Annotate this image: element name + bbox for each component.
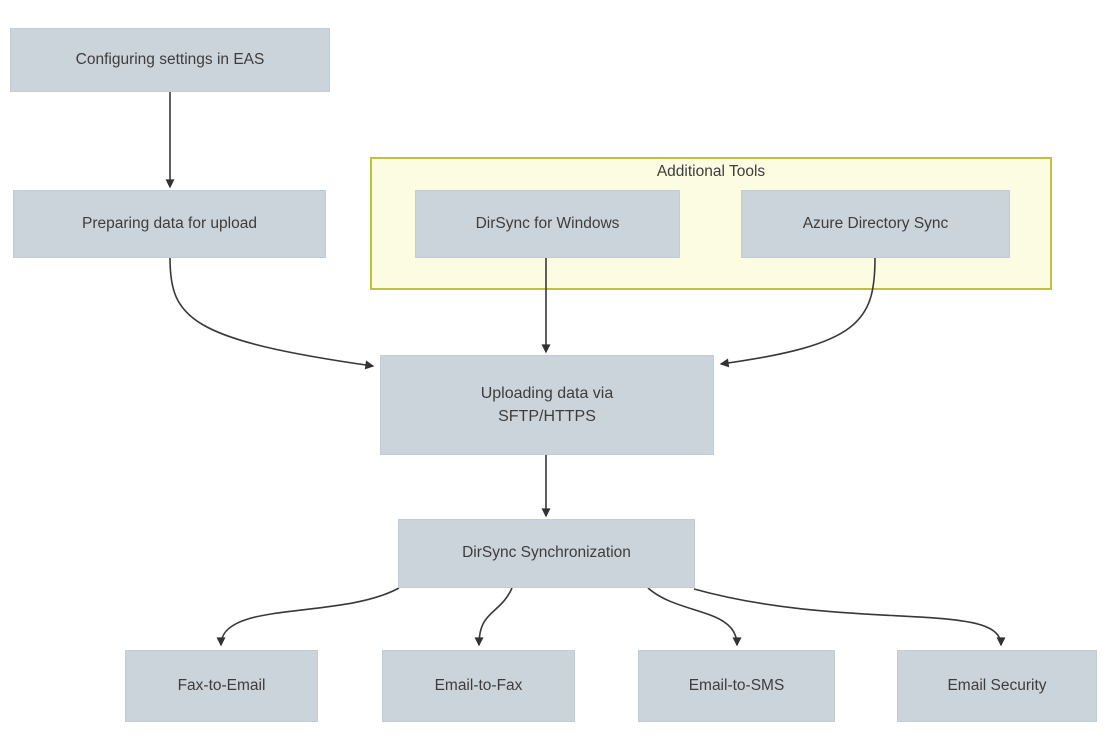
- node-dirsync-for-windows: DirSync for Windows: [415, 190, 680, 258]
- node-email-to-sms: Email-to-SMS: [638, 650, 835, 722]
- arrow-sync-to-email-to-fax: [474, 587, 513, 647]
- node-email-to-fax: Email-to-Fax: [382, 650, 575, 722]
- node-uploading-data-via-sftp-https: Uploading data via SFTP/HTTPS: [380, 355, 714, 455]
- arrow-sync-to-fax-to-email: [216, 587, 400, 647]
- node-fax-to-email: Fax-to-Email: [125, 650, 318, 722]
- uploading-label-line2: SFTP/HTTPS: [498, 408, 596, 425]
- arrow-sync-to-email-security: [693, 588, 1006, 647]
- node-configuring-settings-in-eas: Configuring settings in EAS: [10, 28, 330, 92]
- node-azure-directory-sync: Azure Directory Sync: [741, 190, 1010, 258]
- node-preparing-data-for-upload: Preparing data for upload: [13, 190, 326, 258]
- node-dirsync-synchronization: DirSync Synchronization: [398, 519, 695, 588]
- node-email-security: Email Security: [897, 650, 1097, 722]
- additional-tools-label: Additional Tools: [656, 163, 766, 180]
- arrow-sync-to-email-to-sms: [647, 587, 742, 647]
- arrow-preparing-to-uploading: [169, 257, 375, 370]
- uploading-label-line1: Uploading data via: [480, 384, 614, 402]
